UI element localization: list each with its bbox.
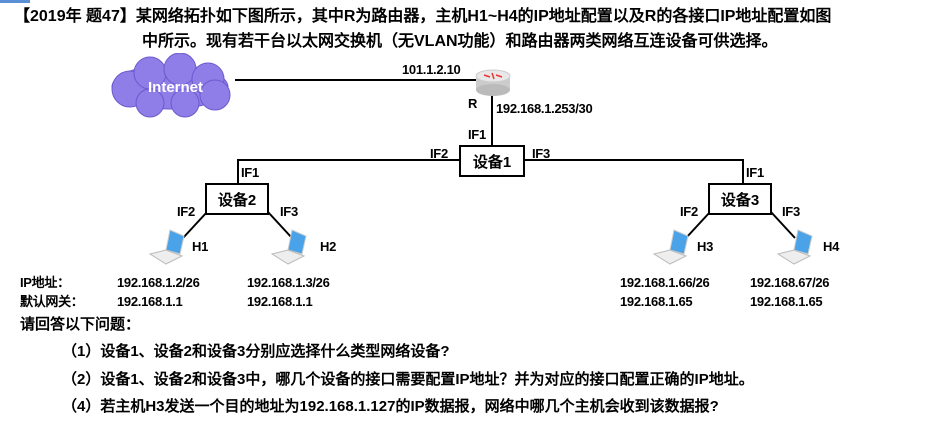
prompt: 请回答以下问题： <box>20 316 141 333</box>
laptop-icon <box>270 229 307 265</box>
question-2: （2）设备1、设备2和设备3中，哪几个设备的接口需要配置IP地址？并为对应的接口… <box>62 371 754 388</box>
question-4: （4）若主机H3发送一个目的地址为192.168.1.127的IP数据报，网络中… <box>62 398 719 415</box>
internet-link <box>235 79 477 81</box>
d3-if3: IF3 <box>782 204 800 219</box>
d1-if3: IF3 <box>532 146 550 161</box>
d3-if1: IF1 <box>746 165 764 180</box>
h4-ip: 192.168.67/26 <box>750 275 830 290</box>
host-h1-label: H1 <box>192 239 209 254</box>
h4-gateway: 192.168.1.65 <box>750 294 823 309</box>
d2-if1: IF1 <box>241 165 259 180</box>
d2-if3: IF3 <box>280 204 298 219</box>
h3-ip: 192.168.1.66/26 <box>620 275 710 290</box>
d1-if2: IF2 <box>430 146 448 161</box>
router-icon <box>475 69 511 96</box>
router-link <box>491 96 493 146</box>
router-lan-ip: 192.168.1.253/30 <box>496 101 593 116</box>
laptop-icon <box>652 229 689 265</box>
h2-ip: 192.168.1.3/26 <box>247 275 330 290</box>
link-d3-drop <box>742 159 744 184</box>
gateway-label: 默认网关： <box>20 294 84 309</box>
host-h2-label: H2 <box>320 239 337 254</box>
laptop-icon <box>776 229 813 265</box>
d2-if2: IF2 <box>177 204 195 219</box>
h3-gateway: 192.168.1.65 <box>620 294 693 309</box>
device-3: 设备3 <box>708 183 772 215</box>
ip-label: IP地址： <box>20 275 70 290</box>
device-1: 设备1 <box>459 145 525 177</box>
host-h3-label: H3 <box>697 239 714 254</box>
link-d2-drop <box>237 159 239 184</box>
link-d1-d3 <box>524 159 744 161</box>
question-1: （1）设备1、设备2和设备3分别应选择什么类型网络设备? <box>62 343 450 360</box>
link-d1-d2 <box>237 159 461 161</box>
d3-if2: IF2 <box>680 204 698 219</box>
router-label: R <box>468 96 478 111</box>
title-line-1: 【2019年 题47】某网络拓扑如下图所示，其中R为路由器，主机H1~H4的IP… <box>14 8 832 25</box>
accent-bar <box>0 0 30 3</box>
device-2: 设备2 <box>205 183 269 215</box>
title-line-2: 中所示。现有若干台以太网交换机（无VLAN功能）和路由器两类网络互连设备可供选择… <box>142 33 778 50</box>
internet-label: Internet <box>148 79 204 96</box>
h2-gateway: 192.168.1.1 <box>247 294 313 309</box>
d1-if1: IF1 <box>468 127 486 142</box>
h1-ip: 192.168.1.2/26 <box>117 275 200 290</box>
host-h4-label: H4 <box>823 239 840 254</box>
router-wan-ip: 101.1.2.10 <box>402 62 461 77</box>
internet-cloud-icon <box>111 53 231 118</box>
h1-gateway: 192.168.1.1 <box>117 294 183 309</box>
laptop-icon <box>148 229 185 265</box>
